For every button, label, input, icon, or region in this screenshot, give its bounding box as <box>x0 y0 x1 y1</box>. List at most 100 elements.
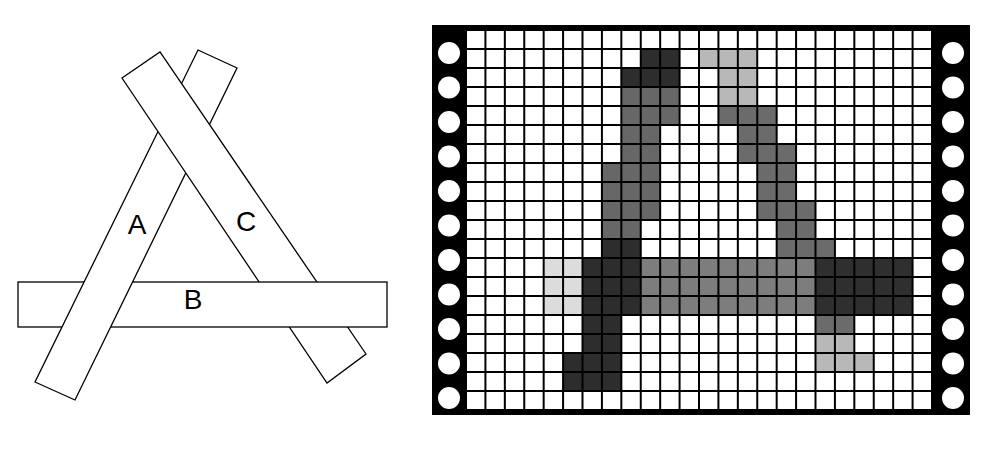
pixel-cell <box>642 297 659 314</box>
pixel-cell <box>525 221 542 238</box>
film-hole <box>438 387 460 409</box>
pixel-cell <box>525 278 542 295</box>
bar-a <box>35 50 237 400</box>
pixel-cell <box>603 126 620 143</box>
pixel-cell <box>700 88 717 105</box>
pixel-cell <box>700 164 717 181</box>
pixel-cell <box>700 145 717 162</box>
pixel-cell <box>603 278 620 295</box>
pixel-cell <box>836 183 853 200</box>
pixel-cell <box>622 373 639 390</box>
pixel-cell <box>642 183 659 200</box>
pixel-cell <box>758 164 775 181</box>
pixel-cell <box>758 107 775 124</box>
pixel-cell <box>739 202 756 219</box>
pixel-cell <box>486 354 503 371</box>
pixel-cell <box>681 202 698 219</box>
pixel-cell <box>719 240 736 257</box>
pixel-cell <box>486 126 503 143</box>
pixel-cell <box>681 259 698 276</box>
pixel-cell <box>506 259 523 276</box>
pixel-cell <box>486 240 503 257</box>
pixel-cell <box>739 88 756 105</box>
pixel-cell <box>603 50 620 67</box>
pixel-cell <box>642 240 659 257</box>
pixel-cell <box>545 221 562 238</box>
woven-bars <box>18 50 387 400</box>
pixel-cell <box>467 240 484 257</box>
pixel-cell <box>739 145 756 162</box>
pixel-cell <box>467 164 484 181</box>
pixel-cell <box>797 240 814 257</box>
pixel-cell <box>758 297 775 314</box>
pixel-cell <box>584 354 601 371</box>
pixel-cell <box>778 259 795 276</box>
pixel-cell <box>622 164 639 181</box>
pixel-cell <box>622 297 639 314</box>
pixel-cell <box>855 373 872 390</box>
pixel-cell <box>855 69 872 86</box>
film-hole <box>942 387 964 409</box>
pixel-cell <box>817 297 834 314</box>
pixel-cell <box>700 31 717 48</box>
pixel-cell <box>564 126 581 143</box>
pixel-cell <box>894 88 911 105</box>
pixel-cell <box>855 316 872 333</box>
pixel-cell <box>642 392 659 409</box>
pixel-cell <box>545 202 562 219</box>
pixel-cell <box>894 221 911 238</box>
pixel-cell <box>836 31 853 48</box>
pixel-cell <box>603 221 620 238</box>
pixel-cell <box>564 297 581 314</box>
pixel-cell <box>797 278 814 295</box>
pixel-cell <box>817 221 834 238</box>
pixel-cell <box>739 316 756 333</box>
pixel-cell <box>719 107 736 124</box>
pixel-cell <box>603 31 620 48</box>
pixel-cell <box>622 278 639 295</box>
pixel-cell <box>642 69 659 86</box>
pixel-cell <box>855 145 872 162</box>
pixel-cell <box>778 31 795 48</box>
pixel-cell <box>855 259 872 276</box>
pixel-cell <box>564 202 581 219</box>
pixel-cell <box>506 392 523 409</box>
pixel-cell <box>506 183 523 200</box>
pixel-cell <box>681 126 698 143</box>
pixel-cell <box>622 316 639 333</box>
pixel-cell <box>564 259 581 276</box>
pixel-cell <box>564 335 581 352</box>
pixel-cell <box>622 202 639 219</box>
film-hole <box>438 77 460 99</box>
pixel-cell <box>564 69 581 86</box>
film-hole <box>942 146 964 168</box>
pixel-cell <box>739 31 756 48</box>
pixel-cell <box>758 354 775 371</box>
pixel-cell <box>661 316 678 333</box>
pixel-cell <box>797 164 814 181</box>
pixel-cell <box>875 221 892 238</box>
pixel-cell <box>914 335 931 352</box>
pixel-cell <box>855 221 872 238</box>
pixel-cell <box>506 126 523 143</box>
pixel-cell <box>739 107 756 124</box>
pixel-cell <box>661 107 678 124</box>
pixel-cell <box>545 50 562 67</box>
pixel-cell <box>817 240 834 257</box>
pixel-cell <box>584 107 601 124</box>
pixel-cell <box>894 164 911 181</box>
pixel-cell <box>739 297 756 314</box>
pixel-cell <box>894 183 911 200</box>
pixel-cell <box>778 183 795 200</box>
pixel-cell <box>836 259 853 276</box>
pixel-cell <box>467 297 484 314</box>
pixel-cell <box>506 202 523 219</box>
pixel-cell <box>467 278 484 295</box>
pixel-cell <box>506 107 523 124</box>
pixel-cell <box>700 126 717 143</box>
pixel-cell <box>719 392 736 409</box>
pixel-cell <box>778 202 795 219</box>
pixel-cell <box>700 316 717 333</box>
pixel-cell <box>545 69 562 86</box>
pixel-cell <box>739 335 756 352</box>
